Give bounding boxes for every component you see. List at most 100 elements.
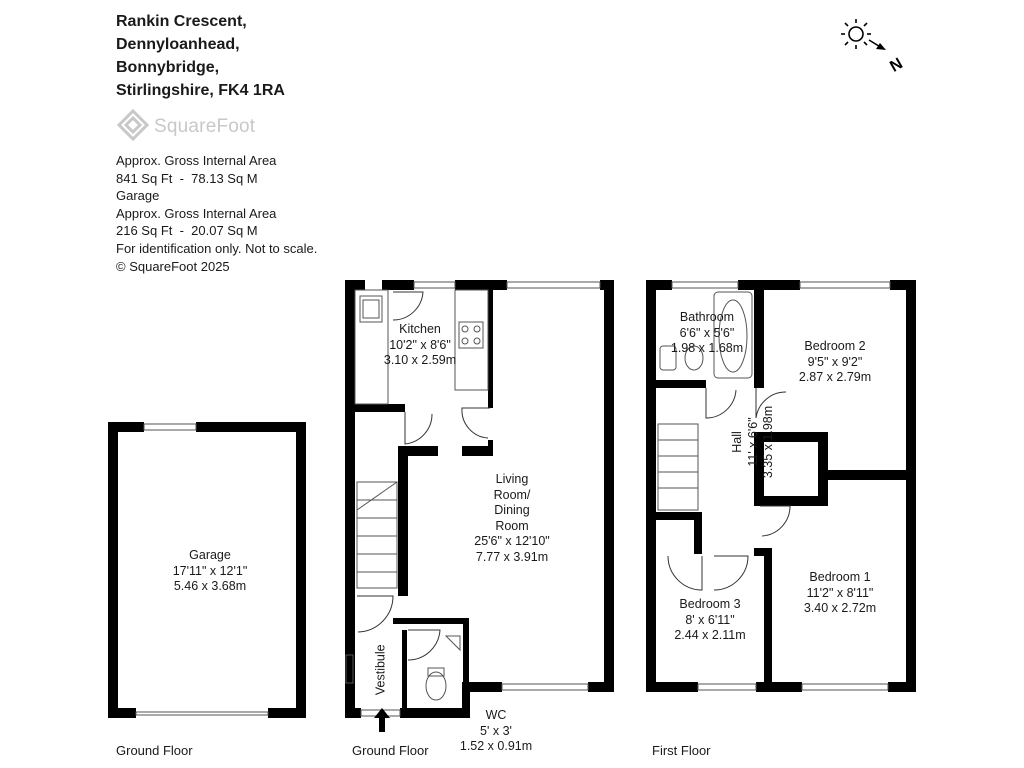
first-floor-wall (754, 432, 764, 506)
first-floor-wall (754, 548, 772, 556)
entrance-arrow-icon (374, 708, 390, 732)
area-line-6: For identification only. Not to scale. (116, 240, 318, 256)
garage-wall (296, 422, 306, 718)
room-label-kitchen: Kitchen 10'2" x 8'6" 3.10 x 2.59m (384, 322, 456, 369)
first-floor-wall (646, 682, 698, 692)
first-floor-wall (738, 280, 800, 290)
address-line-3: Bonnybridge, (116, 59, 220, 76)
hall-name: Hall (730, 431, 744, 453)
bedroom2-imperial: 9'5" x 9'2" (807, 354, 863, 369)
garage-wall (196, 422, 306, 432)
ground-floor-wall (488, 290, 493, 408)
ground-floor-wall (604, 280, 614, 692)
first-floor-wall (646, 280, 672, 290)
room-label-bedroom1: Bedroom 1 11'2" x 8'11" 3.40 x 2.72m (804, 570, 876, 617)
bathroom-name: Bathroom (679, 310, 735, 324)
room-label-vestibule: Vestibule (373, 644, 389, 695)
garage-wall (108, 422, 118, 718)
area-line-1: Approx. Gross Internal Area (116, 153, 277, 168)
address-line-2: Dennyloanhead, (116, 36, 240, 53)
first-floor-wall (764, 548, 772, 692)
squarefoot-logo-icon (116, 108, 150, 142)
area-info: Approx. Gross Internal Area 841 Sq Ft - … (116, 152, 317, 275)
room-label-bathroom: Bathroom 6'6" x 5'6" 1.98 x 1.68m (671, 310, 743, 357)
first-floor-wall (756, 682, 802, 692)
living-name-2: Room/ (493, 487, 531, 502)
property-address: Rankin Crescent, Dennyloanhead, Bonnybri… (116, 10, 285, 102)
bathroom-imperial: 6'6" x 5'6" (679, 325, 735, 340)
first-floor-wall (754, 290, 764, 388)
windows (135, 281, 891, 717)
area-line-2: 841 Sq Ft - 78.13 Sq M (116, 170, 258, 186)
area-line-5: 216 Sq Ft - 20.07 Sq M (116, 223, 258, 239)
room-label-bedroom3: Bedroom 3 8' x 6'11" 2.44 x 2.11m (674, 597, 745, 644)
ground-floor-wall (470, 682, 502, 692)
bedroom3-name: Bedroom 3 (679, 597, 741, 611)
bedroom3-metric: 2.44 x 2.11m (674, 628, 746, 642)
ground-floor-wall (455, 280, 507, 290)
garage-wall (108, 422, 144, 432)
first-floor-wall (906, 280, 916, 692)
first-floor-wall (694, 512, 702, 554)
walls (108, 280, 916, 718)
wc-imperial: 5' x 3' (480, 723, 512, 738)
room-label-bedroom2: Bedroom 2 9'5" x 9'2" 2.87 x 2.79m (799, 339, 871, 386)
first-floor-wall (818, 470, 906, 480)
ground-floor-wall (345, 280, 355, 718)
ground-floor-wall (398, 446, 438, 456)
first-floor-wall (646, 280, 656, 692)
ground-floor-wall (400, 708, 470, 718)
garage-name: Garage (189, 548, 231, 562)
bathroom-metric: 1.98 x 1.68m (670, 341, 744, 355)
address-line-1: Rankin Crescent, (116, 13, 247, 30)
room-label-wc: WC 5' x 3' 1.52 x 0.91m (460, 708, 532, 755)
floor-label-ground: Ground Floor (352, 743, 429, 758)
ground-floor-wall (382, 280, 414, 290)
area-line-3: Garage (116, 188, 160, 204)
wc-name: WC (485, 708, 507, 722)
living-name-1: Living (495, 472, 529, 486)
bedroom1-name: Bedroom 1 (809, 570, 871, 584)
ground-floor-wall (462, 682, 470, 718)
living-name-4: Room (495, 518, 529, 533)
room-label-garage: Garage 17'11" x 12'1" 5.46 x 3.68m (173, 548, 248, 595)
kitchen-name: Kitchen (399, 322, 441, 336)
squarefoot-logo: SquareFoot (116, 108, 276, 146)
ground-floor-wall (355, 404, 405, 412)
first-floor-wall (656, 512, 702, 520)
floor-label-garage: Ground Floor (116, 743, 193, 758)
doors (357, 291, 791, 661)
bedroom2-metric: 2.87 x 2.79m (798, 370, 872, 384)
ground-floor-wall (398, 446, 408, 596)
garage-wall (268, 708, 306, 718)
sun-compass-icon: N (841, 19, 906, 76)
fixtures (354, 289, 753, 701)
wc-metric: 1.52 x 0.91m (459, 739, 533, 753)
ground-floor-wall (345, 280, 365, 290)
bedroom2-name: Bedroom 2 (804, 339, 866, 353)
ground-floor-wall (345, 708, 361, 718)
ground-floor-wall (462, 446, 493, 456)
living-imperial: 25'6" x 12'10" (474, 534, 550, 548)
hall-metric: 3.35 x 1.98m (761, 405, 775, 479)
bedroom3-imperial: 8' x 6'11" (685, 612, 735, 627)
logo-text: SquareFoot (154, 116, 256, 137)
first-floor-wall (754, 496, 828, 506)
ground-floor-wall (393, 618, 468, 624)
bedroom1-imperial: 11'2" x 8'11" (806, 585, 874, 600)
first-floor-wall (656, 380, 706, 388)
room-label-living: Living Room/ Dining Room 25'6" x 12'10" … (474, 472, 550, 565)
living-name-3: Dining (494, 503, 530, 517)
vestibule-name: Vestibule (373, 644, 388, 696)
kitchen-metric: 3.10 x 2.59m (383, 353, 457, 367)
first-floor-wall (890, 280, 916, 290)
living-metric: 7.77 x 3.91m (475, 549, 549, 564)
area-line-4: Approx. Gross Internal Area (116, 205, 277, 221)
room-label-hall: Hall 11' x 6'6" 3.35 x 1.98m (730, 406, 777, 478)
floor-label-first: First Floor (652, 743, 711, 758)
area-line-7: © SquareFoot 2025 (116, 258, 230, 274)
hall-imperial: 11' x 6'6" (745, 417, 760, 467)
bedroom1-metric: 3.40 x 2.72m (803, 601, 877, 615)
address-line-4: Stirlingshire, FK4 1RA (116, 82, 285, 99)
